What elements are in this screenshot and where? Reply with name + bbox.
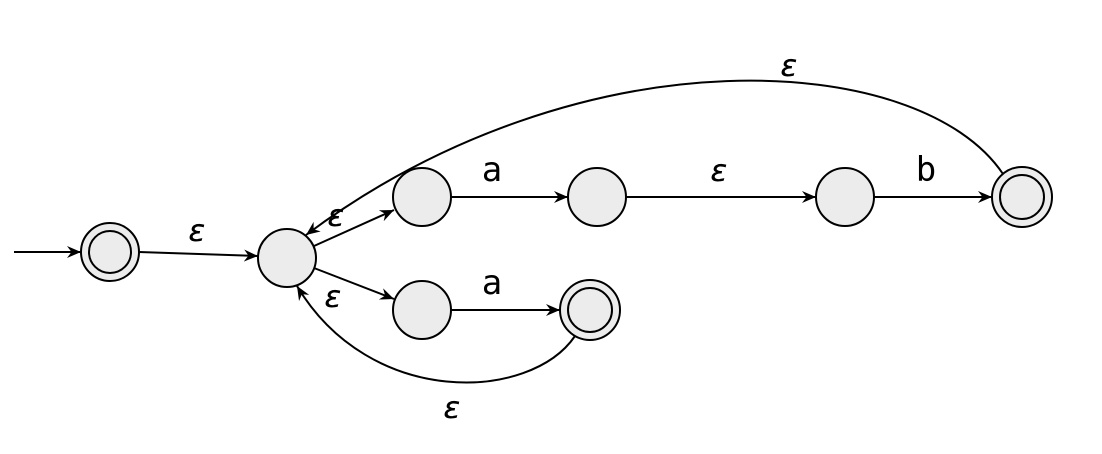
transition-q1-q2: ε [313,198,395,247]
state-q7-accepting [559,279,621,341]
transition-q1-q6: ε [313,267,395,315]
transition-q0-q1: ε [138,213,259,262]
transition-q4-q5: b [874,150,992,203]
transition-label: b [916,150,936,190]
transition-q3-q4: ε [626,153,816,203]
transition-label: ε [324,279,343,315]
transition-q2-q3: a [451,150,568,203]
transition-label: ε [780,48,799,84]
transition-label: a [482,150,502,190]
transition-label: ε [443,390,462,426]
state-q3 [567,167,627,227]
state-q5-accepting [991,166,1053,228]
transition-label: ε [327,198,346,234]
state-q4 [815,167,875,227]
state-q6 [392,280,452,340]
transition-label: ε [188,213,207,249]
state-q1-hub [257,228,317,288]
state-q0-start-accepting [80,222,140,282]
transition-label: ε [710,153,729,189]
transition-q7-q1-loopback: ε [296,285,576,426]
state-q2 [392,167,452,227]
transition-label: a [482,263,502,303]
transition-q5-q1-loopback: ε [305,48,1004,236]
transition-q6-q7: a [451,263,560,316]
